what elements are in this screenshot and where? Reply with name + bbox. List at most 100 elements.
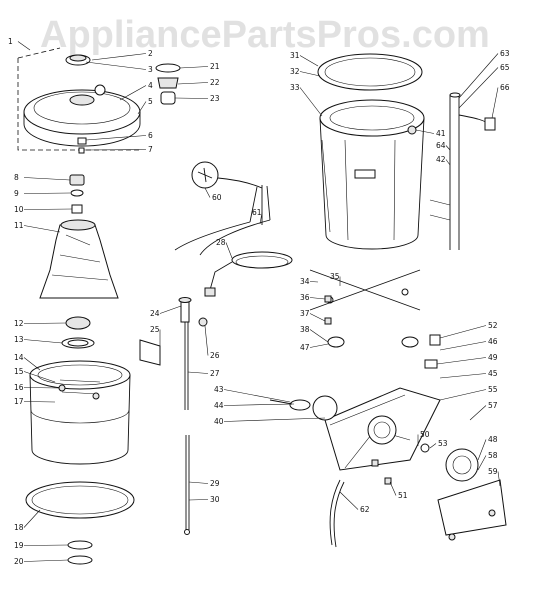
callout-15: 15 [14, 367, 24, 376]
leader-line-24 [159, 305, 182, 314]
callout-24: 24 [150, 309, 160, 318]
right-assembly [269, 53, 507, 548]
callout-42: 42 [436, 155, 446, 164]
callout-38: 38 [300, 325, 310, 334]
leader-line-8 [23, 177, 71, 181]
leader-line-14 [23, 357, 41, 371]
leader-line-42 [445, 159, 451, 166]
leader-line-13 [23, 339, 63, 344]
callout-60: 60 [212, 193, 222, 202]
callout-32: 32 [290, 67, 300, 76]
leader-line-43 [223, 389, 291, 403]
callout-19: 19 [14, 541, 24, 550]
leader-line-49 [436, 357, 487, 365]
leader-line-12 [23, 322, 67, 324]
callout-17: 17 [14, 397, 24, 406]
callout-59: 59 [488, 467, 498, 476]
leader-line-30 [188, 499, 209, 501]
leader-line-26 [204, 325, 209, 356]
leader-line-60 [204, 187, 211, 198]
callout-26: 26 [210, 351, 220, 360]
callout-57: 57 [488, 401, 498, 410]
callout-3: 3 [148, 65, 153, 74]
callout-43: 43 [214, 385, 224, 394]
leader-line-45 [439, 373, 487, 379]
callout-14: 14 [14, 353, 24, 362]
callout-18: 18 [14, 523, 24, 532]
callout-63: 63 [500, 49, 510, 58]
callout-13: 13 [14, 335, 24, 344]
leader-line-46 [439, 341, 487, 351]
leader-line-22 [177, 82, 209, 85]
callout-48: 48 [488, 435, 498, 444]
leader-line-10 [23, 208, 73, 210]
callout-8: 8 [14, 173, 19, 182]
leader-line-19 [23, 544, 69, 546]
callout-51: 51 [398, 491, 408, 500]
leader-line-38 [309, 329, 329, 343]
callout-53: 53 [438, 439, 448, 448]
callout-2: 2 [148, 49, 153, 58]
leader-line-11 [23, 225, 61, 233]
callout-labels: 1234567891011121314151617181920212223242… [8, 37, 510, 566]
callout-4: 4 [148, 81, 153, 90]
leader-line-53 [429, 443, 437, 449]
leader-line-62 [339, 491, 359, 510]
leader-line-34 [309, 281, 319, 283]
leader-line-5 [137, 101, 147, 115]
leader-line-4 [119, 85, 147, 101]
callout-21: 21 [210, 62, 220, 71]
callout-29: 29 [210, 479, 220, 488]
leader-line-59 [497, 471, 501, 487]
callout-7: 7 [148, 145, 153, 154]
callout-10: 10 [14, 205, 24, 214]
callout-23: 23 [210, 94, 220, 103]
leader-line-63 [458, 53, 499, 99]
callout-64: 64 [436, 141, 446, 150]
leader-line-9 [23, 192, 71, 194]
leader-line-16 [23, 387, 60, 389]
leader-line-57 [469, 405, 487, 421]
callout-30: 30 [210, 495, 220, 504]
leader-line-32 [299, 71, 321, 77]
callout-49: 49 [488, 353, 498, 362]
leader-line-44 [223, 403, 295, 406]
leader-line-37 [309, 313, 326, 322]
leader-line-1 [17, 41, 31, 51]
left-assembly [17, 47, 181, 565]
leader-line-36 [309, 297, 326, 300]
callout-58: 58 [488, 451, 498, 460]
leader-line-23 [174, 97, 209, 99]
leader-line-48 [477, 439, 487, 461]
leader-line-52 [439, 325, 487, 339]
leader-line-51 [389, 481, 397, 496]
callout-47: 47 [300, 343, 310, 352]
callout-37: 37 [300, 309, 310, 318]
callout-27: 27 [210, 369, 220, 378]
leader-line-18 [23, 509, 41, 528]
callout-11: 11 [14, 221, 24, 230]
callout-62: 62 [360, 505, 370, 514]
callout-28: 28 [216, 238, 226, 247]
callout-52: 52 [488, 321, 498, 330]
callout-61: 61 [252, 208, 262, 217]
leader-line-2 [91, 53, 147, 61]
callout-36: 36 [300, 293, 310, 302]
callout-6: 6 [148, 131, 153, 140]
callout-35: 35 [330, 272, 340, 281]
leader-line-58 [477, 455, 487, 471]
callout-40: 40 [214, 417, 224, 426]
leader-line-7 [83, 149, 147, 151]
callout-41: 41 [436, 129, 446, 138]
leader-line-40 [223, 417, 326, 422]
leader-line-31 [299, 55, 319, 67]
leader-line-21 [179, 66, 209, 69]
leader-line-41 [415, 129, 435, 134]
leader-line-47 [309, 343, 329, 348]
callout-55: 55 [488, 385, 498, 394]
leader-line-64 [445, 145, 451, 151]
callout-46: 46 [488, 337, 498, 346]
leader-line-66 [491, 87, 499, 119]
